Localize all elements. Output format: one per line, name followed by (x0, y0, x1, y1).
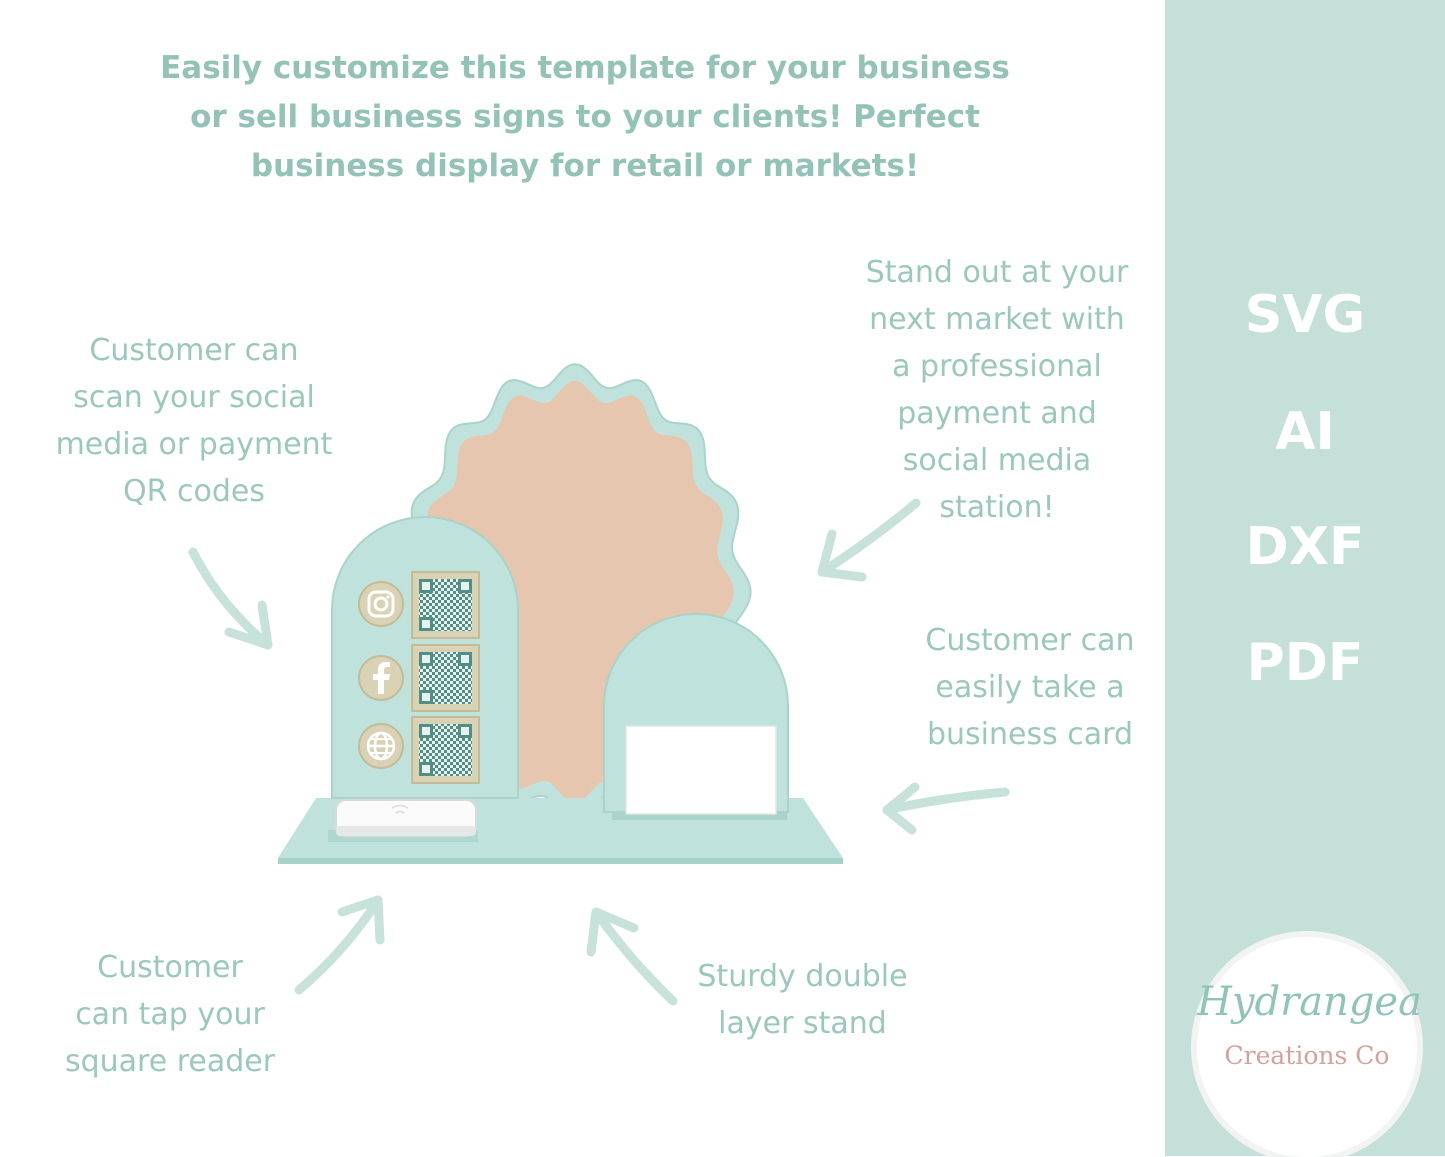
note-line: station! (939, 490, 1055, 525)
headline-line: business display for retail or markets! (250, 148, 920, 184)
note-line: QR codes (123, 474, 265, 509)
brand-script: Hydrangea (1197, 979, 1422, 1025)
square-reader (335, 799, 477, 837)
arrow-icon (294, 895, 385, 995)
note-stand: Sturdy double layer stand (680, 953, 925, 1047)
instagram-icon (358, 581, 404, 627)
headline: Easily customize this template for your … (130, 44, 1040, 191)
note-line: payment and (897, 396, 1097, 431)
note-line: layer stand (718, 1006, 887, 1041)
globe-icon (358, 723, 404, 769)
brand-subtitle: Creations Co (1224, 1041, 1390, 1070)
business-card (625, 725, 777, 815)
brand-logo: Hydrangea Creations Co (1197, 937, 1422, 1157)
qr-code-icon (411, 716, 480, 784)
note-qr-codes: Customer can scan your social media or p… (44, 327, 344, 515)
qr-code-icon (411, 644, 480, 712)
arrow-icon (882, 782, 1010, 835)
headline-line: or sell business signs to your clients! … (190, 99, 980, 135)
note-line: media or payment (55, 427, 333, 462)
format-label: SVG (1244, 285, 1366, 345)
format-label: DXF (1245, 517, 1365, 577)
note-line: can tap your (75, 997, 265, 1032)
note-square-reader: Customer can tap your square reader (40, 944, 300, 1085)
note-line: next market with (869, 302, 1125, 337)
arrow-icon (817, 498, 921, 582)
note-line: Customer can (89, 333, 299, 368)
note-line: Stand out at your (865, 255, 1129, 290)
note-line: Sturdy double (697, 959, 908, 994)
note-line: business card (926, 717, 1133, 752)
note-line: easily take a (935, 670, 1125, 705)
note-stand-out: Stand out at your next market with a pro… (852, 249, 1142, 531)
note-line: Customer can (925, 623, 1135, 658)
headline-line: Easily customize this template for your … (160, 50, 1010, 86)
note-business-card: Customer can easily take a business card (910, 617, 1150, 758)
qr-code-icon (411, 571, 480, 639)
format-label: AI (1275, 402, 1335, 462)
facebook-icon (358, 655, 404, 701)
product-illustration (188, 363, 1010, 1006)
format-label: PDF (1246, 633, 1364, 693)
note-line: scan your social (73, 380, 315, 415)
note-line: square reader (64, 1044, 276, 1079)
note-line: Customer (97, 950, 243, 985)
arrow-icon (188, 547, 273, 650)
note-line: a professional (892, 349, 1102, 384)
arrow-icon (586, 907, 678, 1006)
note-line: social media (902, 443, 1092, 478)
